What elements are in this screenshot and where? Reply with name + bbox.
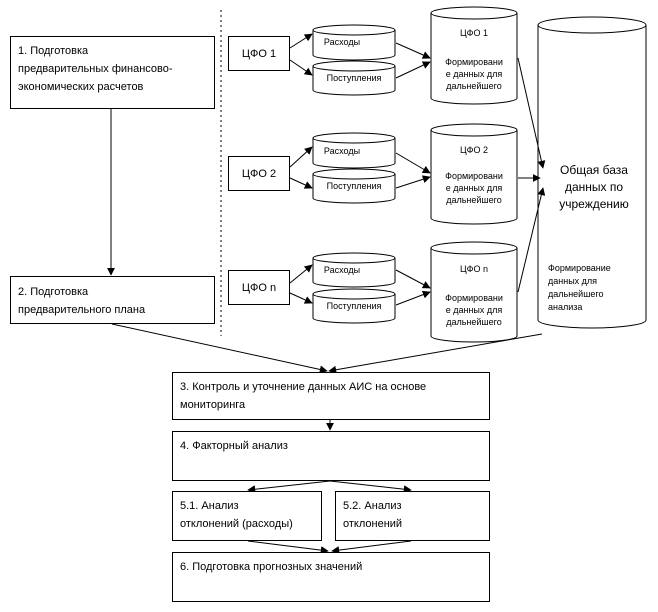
- drum-expenses-n-label: Расходы: [323, 265, 361, 275]
- cfo2-box: ЦФО 2: [228, 156, 290, 191]
- step5-1-box: 5.1. Анализ отклонений (расходы): [172, 491, 322, 541]
- step1-box: 1. Подготовка предварительных финансово-…: [10, 36, 215, 109]
- tank-cfo2-text: Формировани е данных для дальнейшего: [445, 171, 503, 205]
- connector-arrows: [107, 33, 546, 555]
- tank-cfo1-title: ЦФО 1: [459, 28, 488, 38]
- drum-income-2-label: Поступления: [326, 181, 382, 191]
- drum-income-n: [312, 288, 396, 324]
- drum-income-n-label: Поступления: [326, 301, 382, 311]
- step6-box: 6. Подготовка прогнозных значений: [172, 552, 490, 602]
- drum-expenses-1: [312, 24, 396, 61]
- tank-cfo1: [430, 6, 518, 105]
- cfo1-box: ЦФО 1: [228, 36, 290, 71]
- tank-cfon-title: ЦФО n: [459, 264, 488, 274]
- step5-2-box: 5.2. Анализ отклонений: [335, 491, 490, 541]
- tank-cfo1-text: Формировани е данных для дальнейшего: [445, 57, 503, 91]
- tank-cfon: [430, 241, 518, 343]
- drum-income-2: [312, 168, 396, 204]
- drum-income-1-label: Поступления: [326, 73, 382, 83]
- drum-expenses-2-label: Расходы: [323, 146, 361, 156]
- drum-expenses-1-label: Расходы: [323, 37, 361, 47]
- step4-box: 4. Факторный анализ: [172, 431, 490, 481]
- tank-cfo2: [430, 123, 518, 225]
- drum-expenses-n: [312, 252, 396, 288]
- database-cylinder: [537, 16, 647, 329]
- step2-box: 2. Подготовка предварительного плана: [10, 276, 215, 324]
- drum-income-1: [312, 60, 396, 96]
- database-title: Общая база данных по учреждению: [559, 163, 629, 211]
- database-text: Формирование данных для дальнейшего анал…: [548, 263, 611, 312]
- tank-cfon-text: Формировани е данных для дальнейшего: [445, 293, 503, 327]
- step3-box: 3. Контроль и уточнение данных АИС на ос…: [172, 372, 490, 420]
- drum-expenses-2: [312, 132, 396, 169]
- tank-cfo2-title: ЦФО 2: [459, 145, 488, 155]
- cfon-box: ЦФО n: [228, 270, 290, 305]
